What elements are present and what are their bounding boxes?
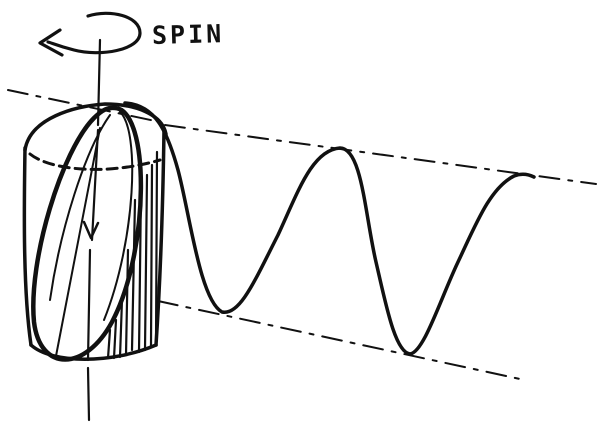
cylinder	[22, 102, 168, 361]
spin-label: SPIN	[151, 19, 225, 50]
tilted-ellipse	[31, 105, 144, 362]
cylinder-bottom-edge	[29, 343, 158, 361]
cylinder-shading	[106, 150, 159, 360]
upper-guide-line	[7, 89, 597, 185]
cylinder-right-side	[154, 128, 166, 347]
cylinder-left-side	[22, 146, 33, 347]
spin-arrow-icon	[38, 11, 142, 57]
spin-wave	[123, 101, 536, 356]
axis-arrowhead	[82, 220, 100, 240]
spin-axis	[86, 38, 102, 422]
lower-guide-line	[157, 300, 521, 380]
tilted-ellipse-inner-stroke	[49, 111, 134, 321]
axis-tilt-line	[55, 127, 101, 357]
